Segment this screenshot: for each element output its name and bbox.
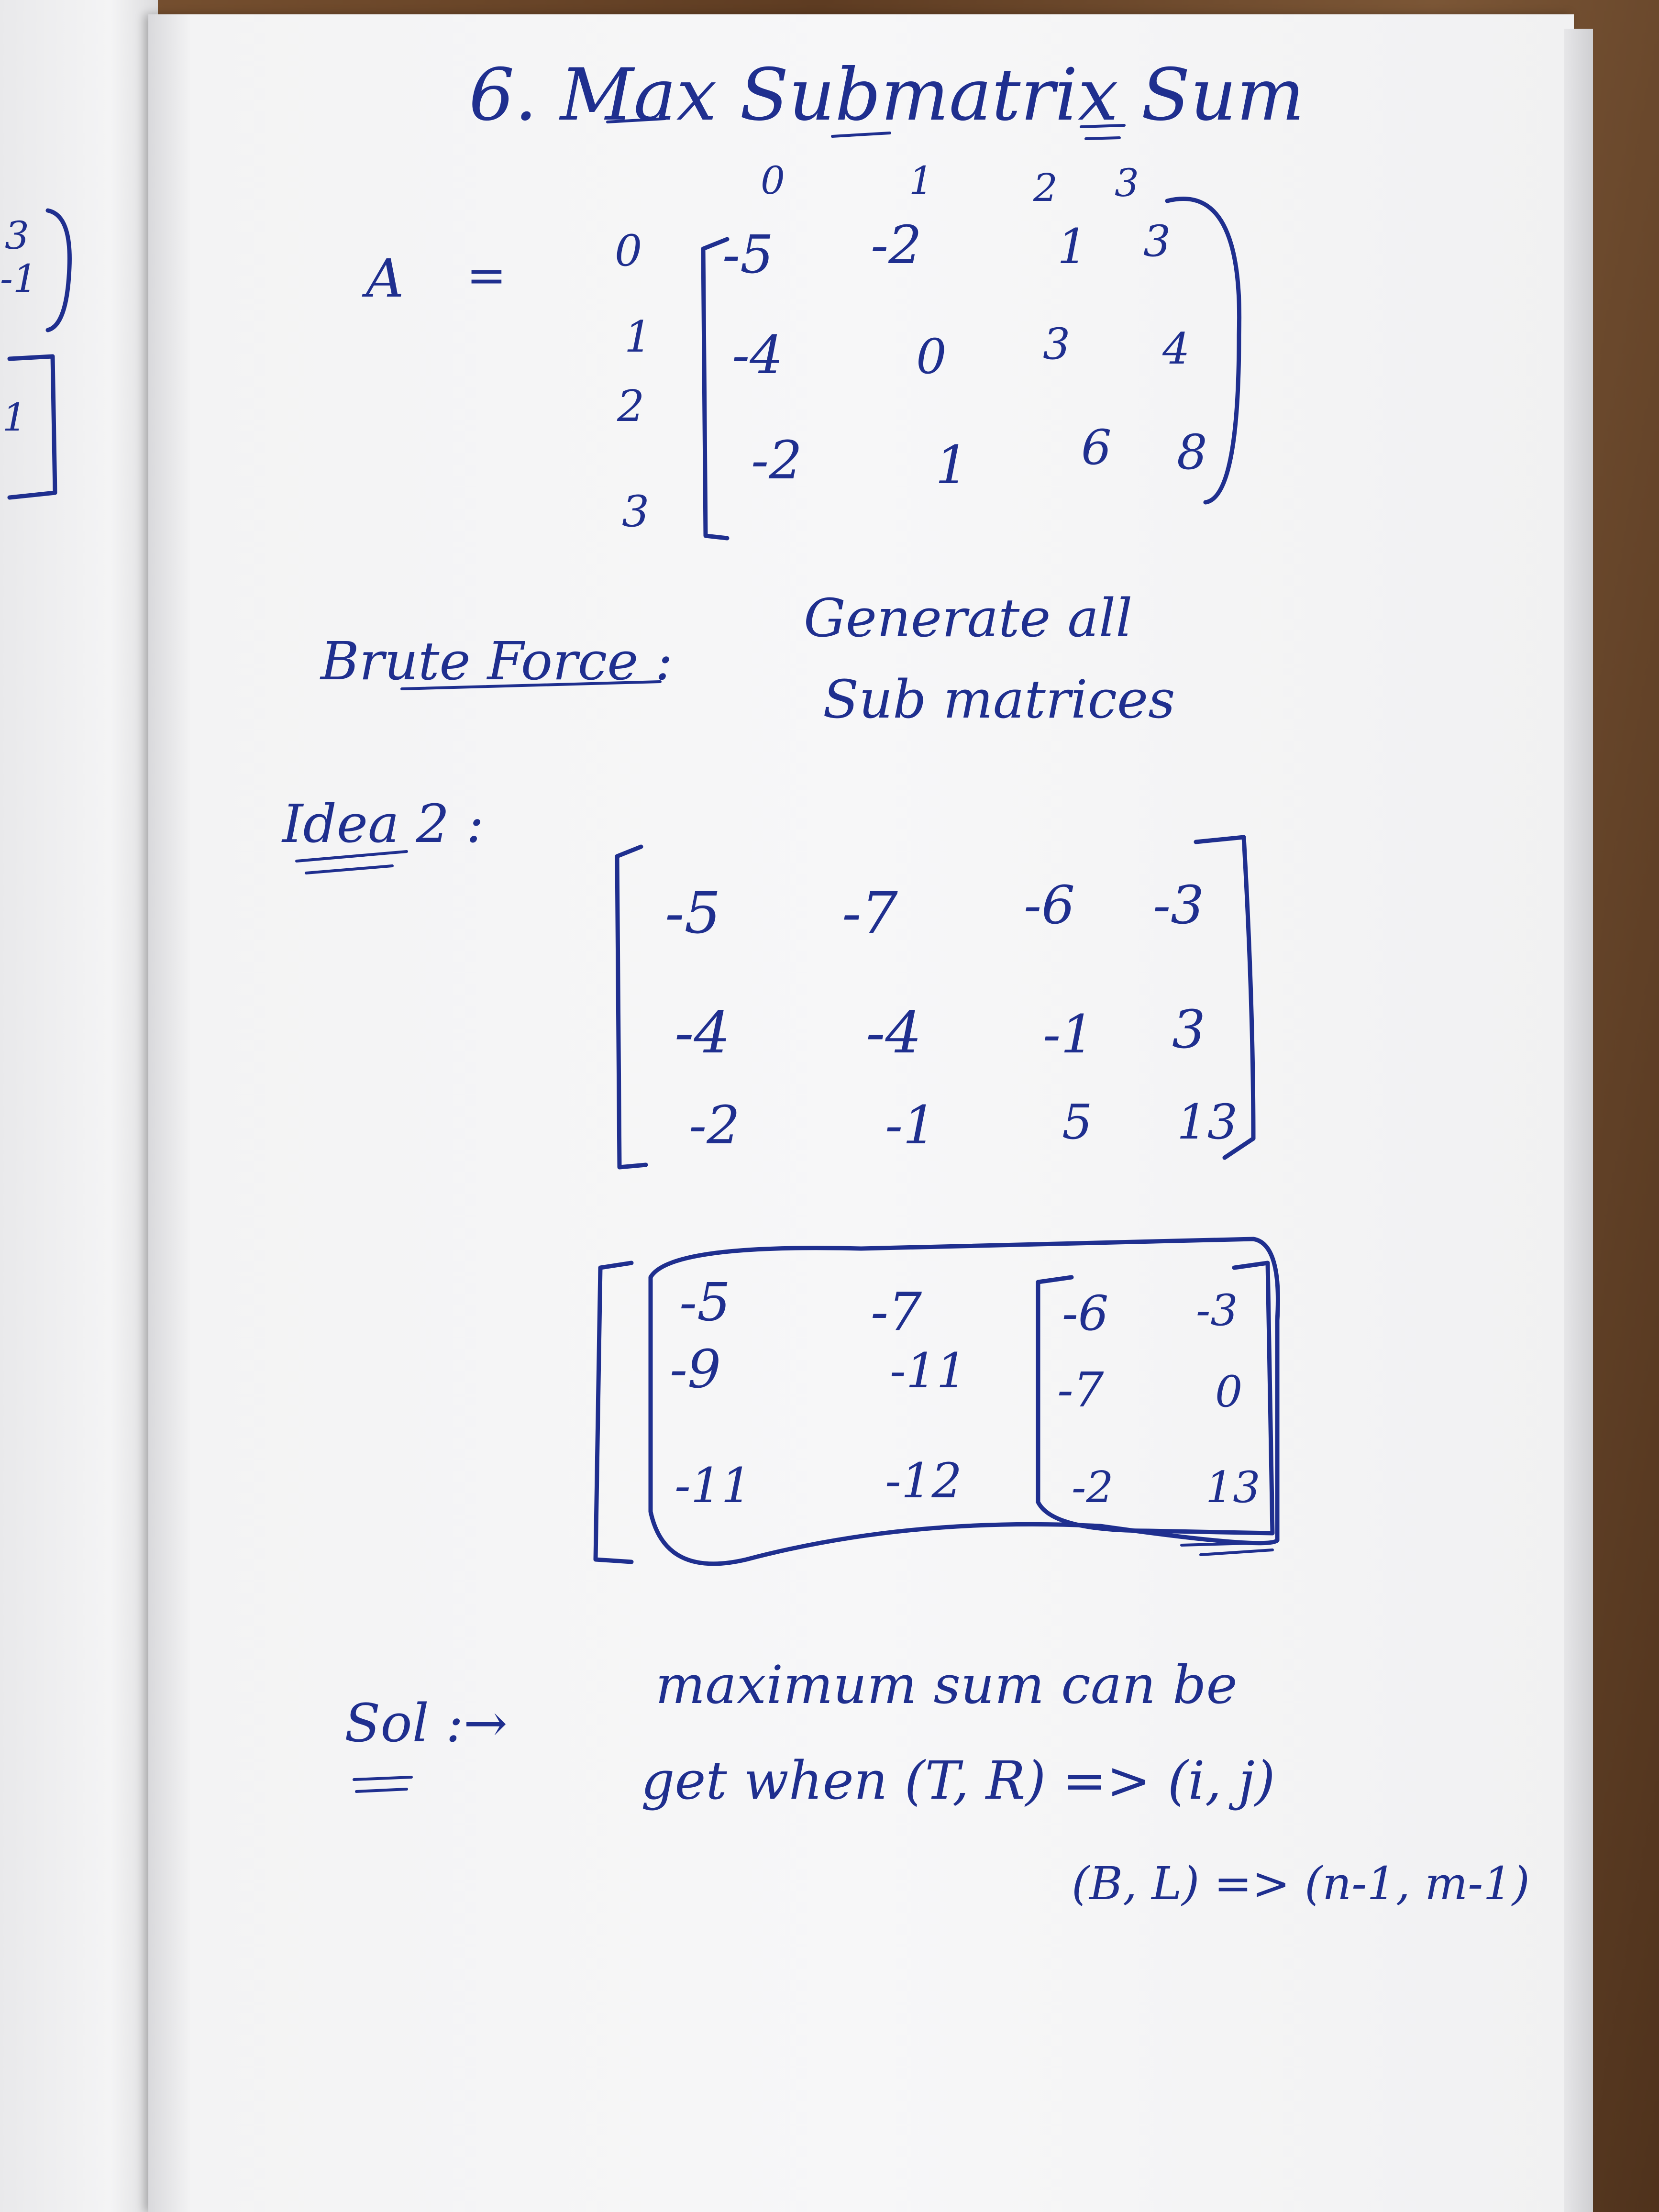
row-index-3: 3 [622,487,649,537]
left-fragment-3: 1 [2,395,27,440]
title-underline-2 [831,132,891,138]
brute-force-text-2: Sub matrices [823,669,1175,730]
a-r2-c2: 6 [1081,420,1112,476]
m1-r1-c1: -4 [866,1000,922,1066]
m2-r0-c1: -7 [871,1281,922,1342]
matrix-a-equals: = [466,247,507,303]
m2-r2-c1: -12 [885,1453,962,1509]
col-index-1: 1 [909,158,933,203]
col-index-0: 0 [761,158,785,203]
m2-r0-c0: -5 [679,1272,730,1333]
solution-line-3: (B, L) => (n-1, m-1) [1072,1858,1530,1910]
idea2-matrix2-left-bracket [593,1261,634,1564]
idea2-label: Idea 2 : [281,793,484,854]
page-title: 6. Max Submatrix Sum [469,54,1305,137]
solution-label: Sol :→ [344,1692,508,1754]
m1-r2-c2: 5 [1062,1094,1093,1150]
max-submatrix-underline [1180,1541,1274,1556]
m2-r0-c2: -6 [1062,1285,1108,1341]
a-r0-c2: 1 [1057,219,1088,275]
m1-r1-c2: -1 [1043,1004,1094,1065]
left-fragment-2: -1 [0,256,37,301]
a-r0-c1: -2 [871,214,922,276]
a-r2-c0: -2 [751,430,802,491]
m1-r0-c0: -5 [665,880,721,947]
a-r2-c1: 1 [935,434,969,496]
page-edge [1564,29,1593,2212]
m1-r0-c1: -7 [842,880,898,947]
title-underline-1 [606,117,666,123]
matrix-a-left-bracket [701,237,730,541]
m2-r0-c3: -3 [1196,1285,1238,1336]
a-r2-c3: 8 [1177,424,1207,480]
a-r0-c3: 3 [1143,216,1171,266]
solution-line-1: maximum sum can be [655,1654,1238,1715]
m2-r1-c2: -7 [1057,1362,1104,1418]
m1-r0-c2: -6 [1024,874,1075,936]
a-r1-c0: -4 [732,324,783,386]
m2-r2-c2: -2 [1072,1462,1114,1513]
max-submatrix-box [1036,1261,1275,1536]
idea2-underline [295,850,408,874]
a-r0-c0: -5 [722,224,774,285]
left-page-fragments: 3 -1 1 [0,208,72,500]
a-r1-c1: 0 [916,329,947,385]
left-bracket-2 [7,354,57,500]
col-index-3: 3 [1115,161,1139,205]
m1-r2-c1: -1 [885,1095,936,1156]
solution-label-underline [353,1776,413,1793]
m2-r1-c1: -11 [890,1343,967,1399]
m1-r1-c0: -4 [675,1000,730,1066]
idea2-matrix1-right-bracket [1194,835,1256,1160]
m2-r2-c0: -11 [675,1458,752,1514]
m1-r2-c0: -2 [689,1095,740,1156]
m2-r2-c3: 13 [1206,1462,1261,1513]
whole-matrix-box [648,1237,1280,1566]
row-index-1: 1 [624,312,652,362]
notebook-page [148,14,1574,2212]
matrix-a-right-bracket [1165,197,1242,505]
m2-r1-c3: 0 [1215,1367,1242,1417]
left-notebook-page: 3 -1 1 [0,0,158,2212]
row-index-0: 0 [615,226,642,276]
a-r1-c3: 4 [1162,324,1190,374]
m1-r2-c3: 13 [1177,1094,1238,1150]
m2-r1-c0: -9 [670,1338,721,1400]
matrix-a-name: A [362,248,404,309]
left-bracket-1 [45,208,72,332]
solution-line-2: get when (T, R) => (i, j) [641,1750,1275,1811]
m1-r0-c3: -3 [1153,874,1204,936]
m1-r1-c3: 3 [1172,999,1206,1060]
brute-force-underline [400,680,662,690]
row-index-2: 2 [617,381,644,431]
idea2-matrix1-left-bracket [615,844,648,1170]
left-fragment-1: 3 [5,213,29,258]
title-underline-3 [1080,124,1126,140]
brute-force-text-1: Generate all [804,587,1132,649]
brute-force-label: Brute Force : [320,630,673,692]
a-r1-c2: 3 [1043,319,1070,369]
col-index-2: 2 [1033,166,1058,210]
